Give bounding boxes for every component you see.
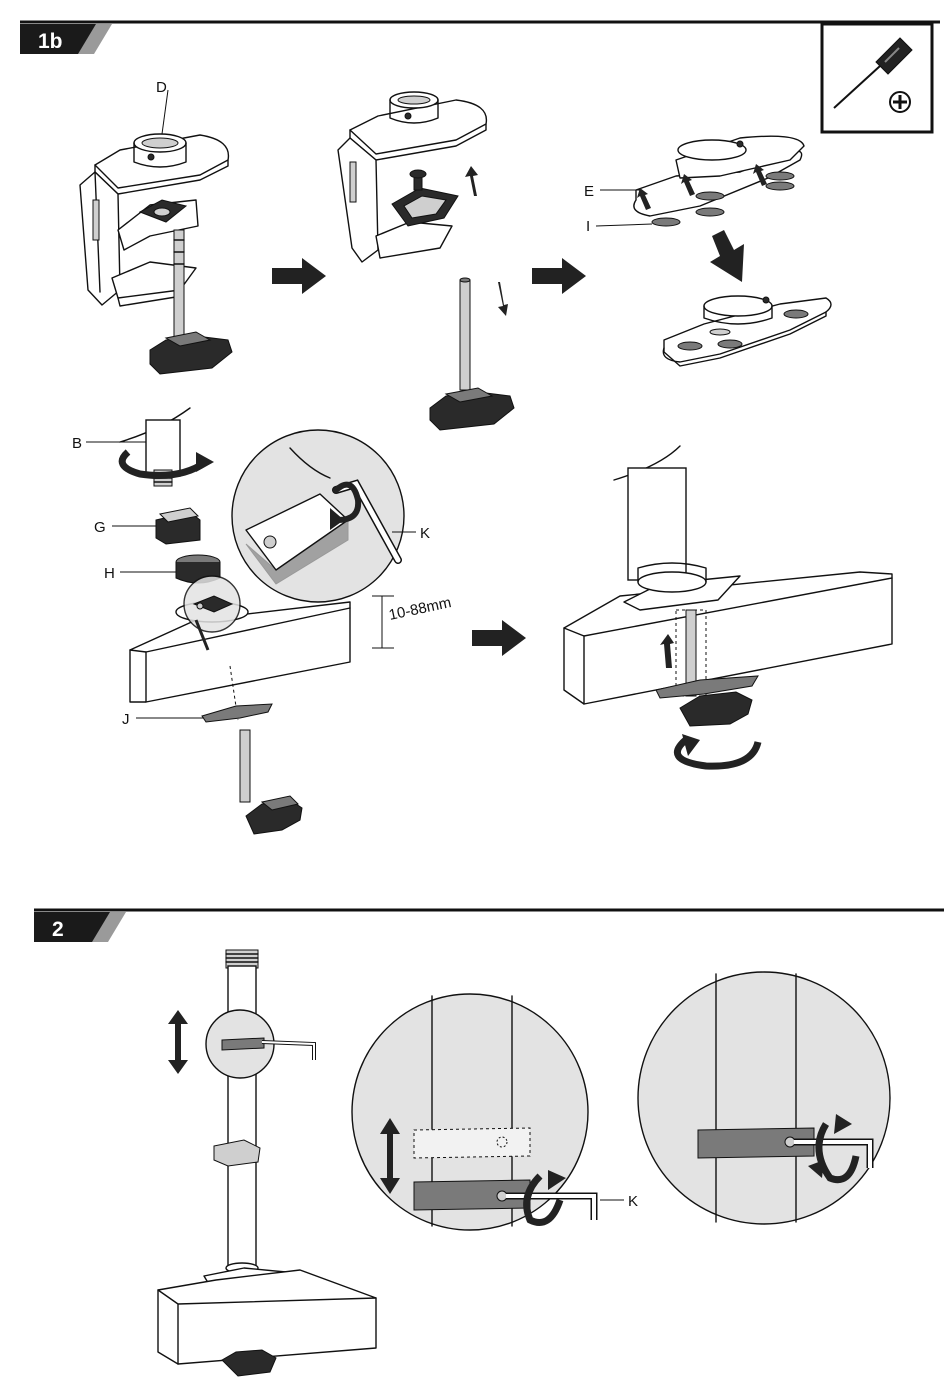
dimension-label: 10-88mm xyxy=(387,594,453,624)
arrow-down xyxy=(710,230,744,282)
plate-assembled xyxy=(663,296,831,366)
desk-mount-installed xyxy=(564,446,892,766)
plate-with-pads: E I xyxy=(584,136,804,235)
zoom-detail-k-bottom: K xyxy=(352,994,638,1230)
label-H: H xyxy=(104,565,115,582)
label-B: B xyxy=(72,435,82,452)
clamp-disassembled xyxy=(338,92,514,430)
section-2-header: 2 xyxy=(34,910,944,942)
label-G: G xyxy=(94,519,106,536)
section-badge-1b-text: 1b xyxy=(38,30,63,53)
tool-box xyxy=(822,24,932,132)
arrow-right-2 xyxy=(532,258,586,294)
arrow-right-3 xyxy=(472,620,526,656)
section-1b-header: 1b xyxy=(20,22,940,54)
label-E: E xyxy=(584,183,594,200)
label-K-top: K xyxy=(420,525,430,542)
label-K-bottom: K xyxy=(628,1193,638,1210)
label-I: I xyxy=(586,218,590,235)
phillips-head-icon xyxy=(890,92,910,112)
label-J: J xyxy=(122,711,130,728)
pole-with-collar xyxy=(158,950,376,1376)
zoom-detail-k-top: K xyxy=(232,430,430,602)
clamp-assembly-full: D xyxy=(80,79,232,374)
section-badge-2-text: 2 xyxy=(52,918,64,941)
zoom-detail-tighten xyxy=(638,972,890,1224)
label-D: D xyxy=(156,79,167,96)
arrow-right-1 xyxy=(272,258,326,294)
